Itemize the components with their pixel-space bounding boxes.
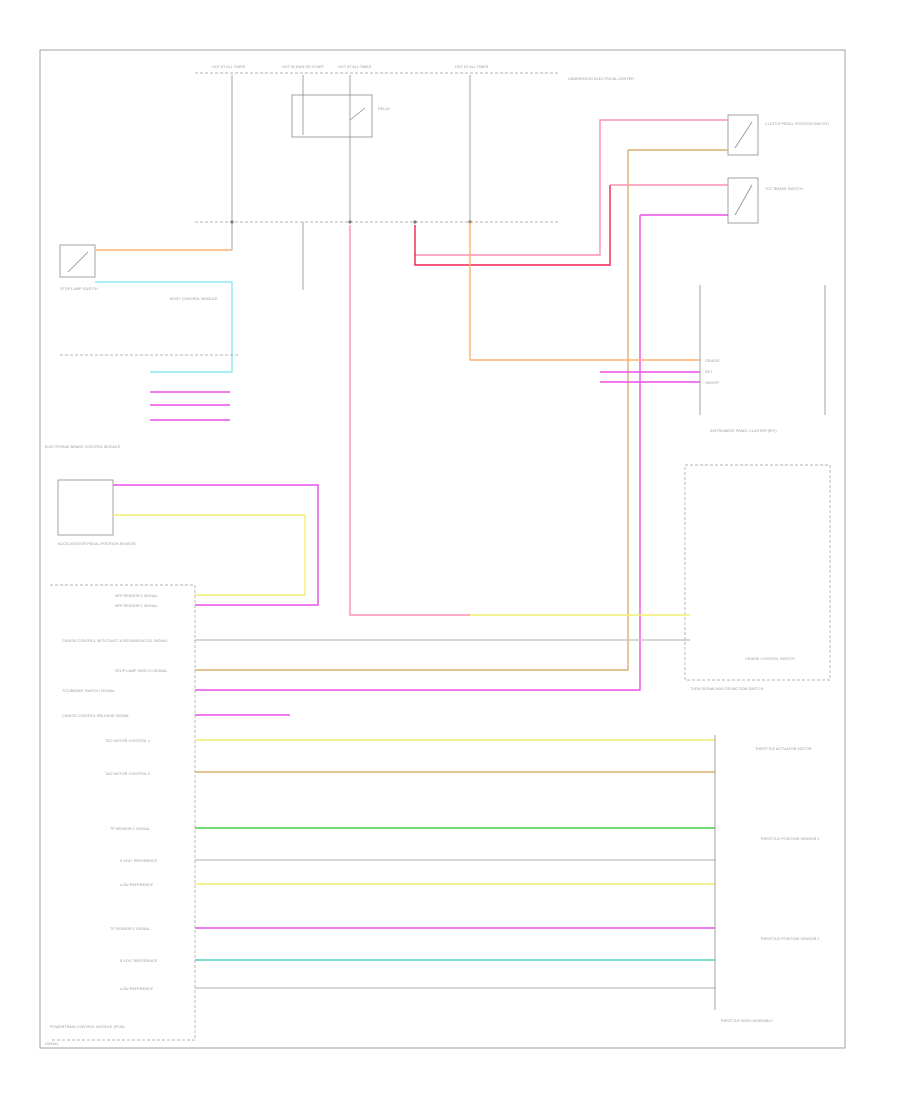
stop-lamp-switch-contact	[67, 251, 89, 273]
pcm-signal-5: TCC/BRAKE SWITCH SIGNAL	[62, 689, 115, 693]
clutch-switch-contact	[734, 121, 753, 149]
splice-dot-3	[413, 220, 417, 224]
bcm-label: BODY CONTROL MODULE	[170, 297, 218, 301]
cruise-switch-label: CRUISE CONTROL SWITCH	[745, 657, 795, 661]
pcm-signal-2: APP SENSOR 1 SIGNAL	[115, 604, 158, 608]
tac-motor-label: THROTTLE ACTUATOR MOTOR	[755, 747, 812, 751]
relay-box	[291, 94, 373, 138]
wire-red-splice	[414, 185, 611, 266]
tp2-label: THROTTLE POSITION SENSOR 2	[760, 937, 820, 941]
fuse-2-label: HOT IN RUN OR START	[282, 65, 325, 69]
clutch-switch-box	[727, 114, 759, 156]
pcm-signal-9: TP SENSOR 1 SIGNAL	[110, 827, 150, 831]
pcm-signal-11: LOW REFERENCE	[120, 883, 154, 887]
pcm-signal-3: CRUISE CONTROL SET/COAST & RESUME/ACCEL …	[62, 639, 168, 643]
pcm-label: POWERTRAIN CONTROL MODULE (PCM)	[50, 1025, 125, 1029]
ipc-label: INSTRUMENT PANEL CLUSTER (IPC)	[710, 429, 777, 433]
wire-tan-clutch	[195, 149, 728, 671]
stop-lamp-switch-label: STOP LAMP SWITCH	[60, 287, 98, 291]
wire-lightblue-bcm	[95, 281, 233, 373]
ipc-line-3: ON/OFF	[705, 381, 720, 385]
pcm-signal-13: 5 VOLT REFERENCE	[120, 959, 158, 963]
fuse-1-label: HOT AT ALL TIMES	[212, 65, 246, 69]
fuse-4-label: HOT AT ALL TIMES	[455, 65, 489, 69]
wire-magenta-tcc	[195, 214, 728, 691]
pcm-signal-7: TAC MOTOR CONTROL 1	[105, 739, 150, 743]
junction-label: UNDERHOOD ELECTRICAL CENTER	[568, 77, 634, 81]
wire-pink-cruise	[349, 225, 470, 616]
tcc-switch-label: TCC BRAKE SWITCH	[765, 187, 803, 191]
pcm-signal-4: STOP LAMP SWITCH SIGNAL	[115, 669, 168, 673]
wire-orange-ipc	[469, 222, 700, 361]
wire-pink-clutch	[415, 119, 728, 256]
ipc-box	[699, 285, 826, 415]
wire-yellow-app	[113, 514, 306, 596]
relay-contact	[349, 107, 366, 121]
pcm-box	[50, 584, 196, 1041]
splice-dot-2	[348, 220, 352, 224]
app-sensor-label: ACCELERATOR PEDAL POSITION SENSOR	[58, 542, 136, 546]
pcm-signal-14: LOW REFERENCE	[120, 987, 154, 991]
pcm-signal-6: CRUISE CONTROL RELEASE SIGNAL	[62, 714, 129, 718]
stop-lamp-switch-box	[59, 244, 96, 278]
ipc-line-1: CRUISE	[705, 359, 720, 363]
tp1-label: THROTTLE POSITION SENSOR 1	[760, 837, 820, 841]
throttle-body-label: THROTTLE BODY ASSEMBLY	[720, 1019, 773, 1023]
tcc-switch-box	[727, 177, 759, 224]
pcm-signal-12: TP SENSOR 2 SIGNAL	[110, 927, 150, 931]
fuse-3-label: HOT AT ALL TIMES	[338, 65, 372, 69]
page-footer: G00341	[45, 1042, 59, 1046]
turn-signal-switch-box	[684, 464, 831, 681]
wire-magenta-app	[113, 484, 319, 606]
app-sensor-box	[57, 479, 114, 536]
diagram-frame	[39, 49, 846, 1049]
pcm-signal-1: APP SENSOR 2 SIGNAL	[115, 594, 158, 598]
clutch-switch-label: CLUTCH PEDAL POSITION SWITCH	[765, 122, 829, 126]
ebcm-label: ELECTRONIC BRAKE CONTROL MODULE	[45, 445, 121, 449]
tcc-switch-contact	[734, 184, 753, 216]
turn-signal-label: TURN SIGNAL/MULTIFUNCTION SWITCH	[690, 687, 764, 691]
pcm-signal-8: TAC MOTOR CONTROL 2	[105, 772, 150, 776]
pcm-signal-10: 5 VOLT REFERENCE	[120, 859, 158, 863]
relay-label: RELAY	[378, 107, 391, 111]
ipc-line-2: SET	[705, 370, 713, 374]
